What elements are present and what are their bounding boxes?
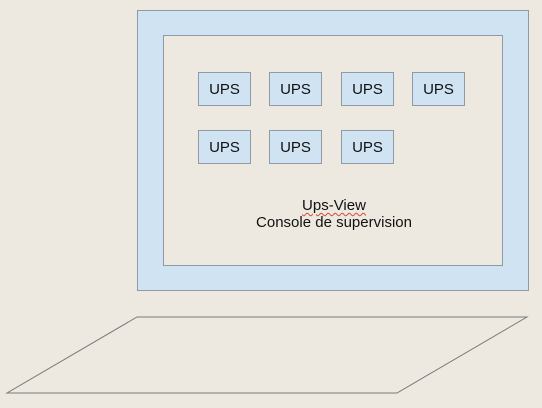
ups-box: UPS: [341, 72, 394, 106]
caption-title: Ups-View: [302, 197, 366, 214]
ups-box: UPS: [412, 72, 465, 106]
caption-subtitle: Console de supervision: [256, 214, 412, 231]
ups-box: UPS: [198, 130, 251, 164]
ups-box: UPS: [269, 72, 322, 106]
keyboard-parallelogram: [5, 316, 529, 394]
ups-box: UPS: [269, 130, 322, 164]
ups-box: UPS: [341, 130, 394, 164]
ups-box: UPS: [198, 72, 251, 106]
screen-caption: Ups-View Console de supervision: [240, 197, 428, 231]
